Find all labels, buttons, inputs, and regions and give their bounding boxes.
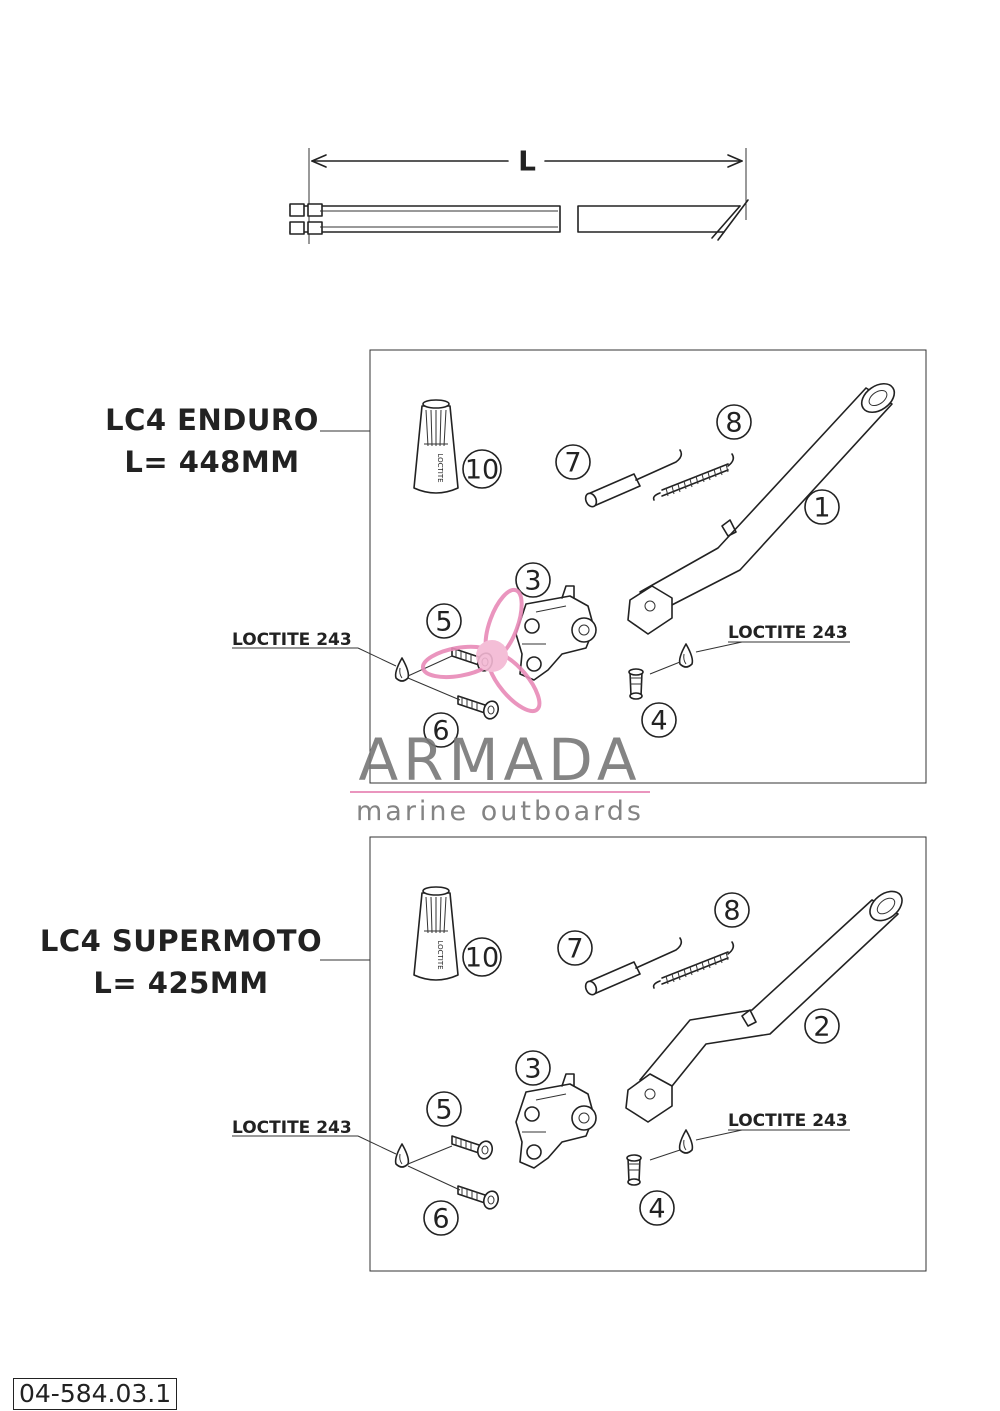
svg-text:7: 7 [564, 448, 581, 479]
callout: 6 [423, 712, 459, 748]
callout: 3 [515, 562, 551, 598]
callout: 4 [639, 1190, 675, 1226]
callout: 1 [804, 489, 840, 525]
svg-text:7: 7 [566, 934, 583, 965]
panel-enduro-length: L= 448MM [124, 445, 299, 479]
dimension-drawing: L [289, 145, 749, 244]
panel-enduro-loctite-left: LOCTITE 243 [232, 630, 352, 650]
panel-supermoto: LC4 SUPERMOTO L= 425MM LOCTITE 243 LOCTI… [40, 836, 927, 1272]
svg-text:1: 1 [813, 493, 830, 524]
svg-text:10: 10 [465, 943, 499, 974]
svg-text:6: 6 [432, 716, 449, 747]
panel-supermoto-loctite-right: LOCTITE 243 [728, 1111, 848, 1131]
watermark: ARMADA marine outboards [350, 587, 650, 827]
watermark-propeller-icon [420, 587, 542, 714]
svg-text:4: 4 [650, 706, 667, 737]
svg-text:8: 8 [723, 896, 740, 927]
svg-text:3: 3 [524, 566, 541, 597]
callout: 3 [515, 1050, 551, 1086]
svg-text:4: 4 [648, 1194, 665, 1225]
dimension-label-l: L [518, 145, 536, 178]
callout: 8 [716, 404, 752, 440]
panel-enduro-loctite-right: LOCTITE 243 [728, 623, 848, 643]
callout: 2 [804, 1008, 840, 1044]
svg-text:6: 6 [432, 1204, 449, 1235]
svg-text:8: 8 [725, 408, 742, 439]
svg-text:3: 3 [524, 1054, 541, 1085]
panel-enduro-frame [369, 349, 927, 784]
callout: 7 [555, 444, 591, 480]
document-number: 04-584.03.1 [13, 1378, 178, 1410]
callout: 7 [557, 930, 593, 966]
panel-supermoto-length: L= 425MM [93, 966, 268, 1000]
callout: 4 [641, 702, 677, 738]
panel-enduro: LC4 ENDURO L= 448MM LOCTITE 243 LOCTITE … [105, 349, 927, 784]
panel-enduro-model: LC4 ENDURO [105, 403, 319, 437]
callout: 5 [426, 603, 462, 639]
callout: 5 [426, 1091, 462, 1127]
callout: 10 [462, 449, 502, 489]
watermark-tagline: marine outboards [356, 796, 644, 827]
svg-text:5: 5 [435, 1095, 452, 1126]
svg-text:2: 2 [813, 1012, 830, 1043]
watermark-brand: ARMADA [358, 726, 641, 794]
svg-text:10: 10 [465, 455, 499, 486]
callout: 6 [423, 1200, 459, 1236]
callout: 8 [714, 892, 750, 928]
callout: 10 [462, 937, 502, 977]
panel-supermoto-loctite-left: LOCTITE 243 [232, 1118, 352, 1138]
svg-text:5: 5 [435, 607, 452, 638]
panel-supermoto-model: LC4 SUPERMOTO [40, 924, 322, 958]
panel-supermoto-frame [369, 836, 927, 1272]
